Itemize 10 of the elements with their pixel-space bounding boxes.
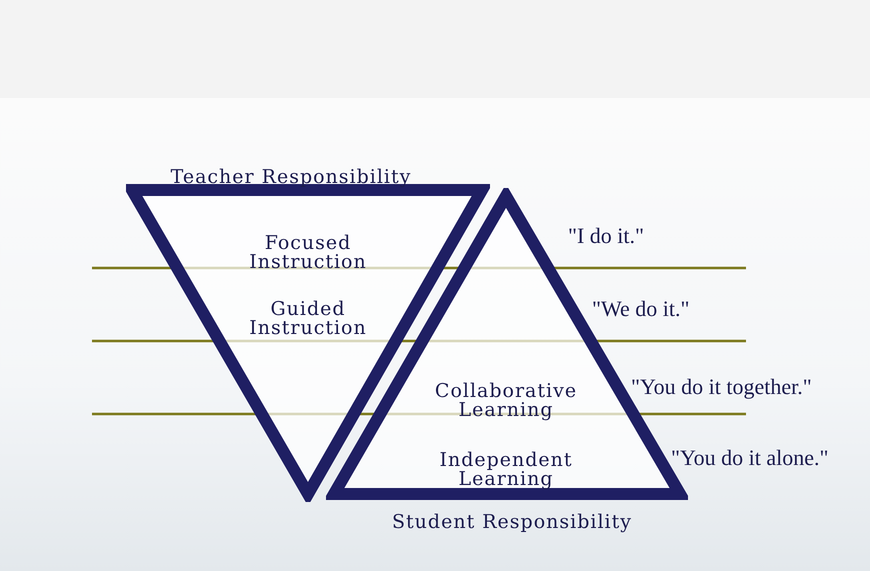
stage-label: Independent Learning: [438, 451, 574, 489]
quote-label: "You do it together.": [631, 374, 812, 400]
stage-label: Guided Instruction: [248, 300, 368, 338]
stage-label: Focused Instruction: [248, 234, 368, 272]
heading-label: Student Responsibility: [391, 513, 633, 532]
stage-label: Collaborative Learning: [434, 382, 578, 420]
quote-label: "You do it alone.": [671, 445, 829, 471]
quote-label: "We do it.": [592, 296, 690, 322]
heading-label: Teacher Responsibility: [170, 168, 412, 187]
quote-label: "I do it.": [568, 223, 644, 249]
